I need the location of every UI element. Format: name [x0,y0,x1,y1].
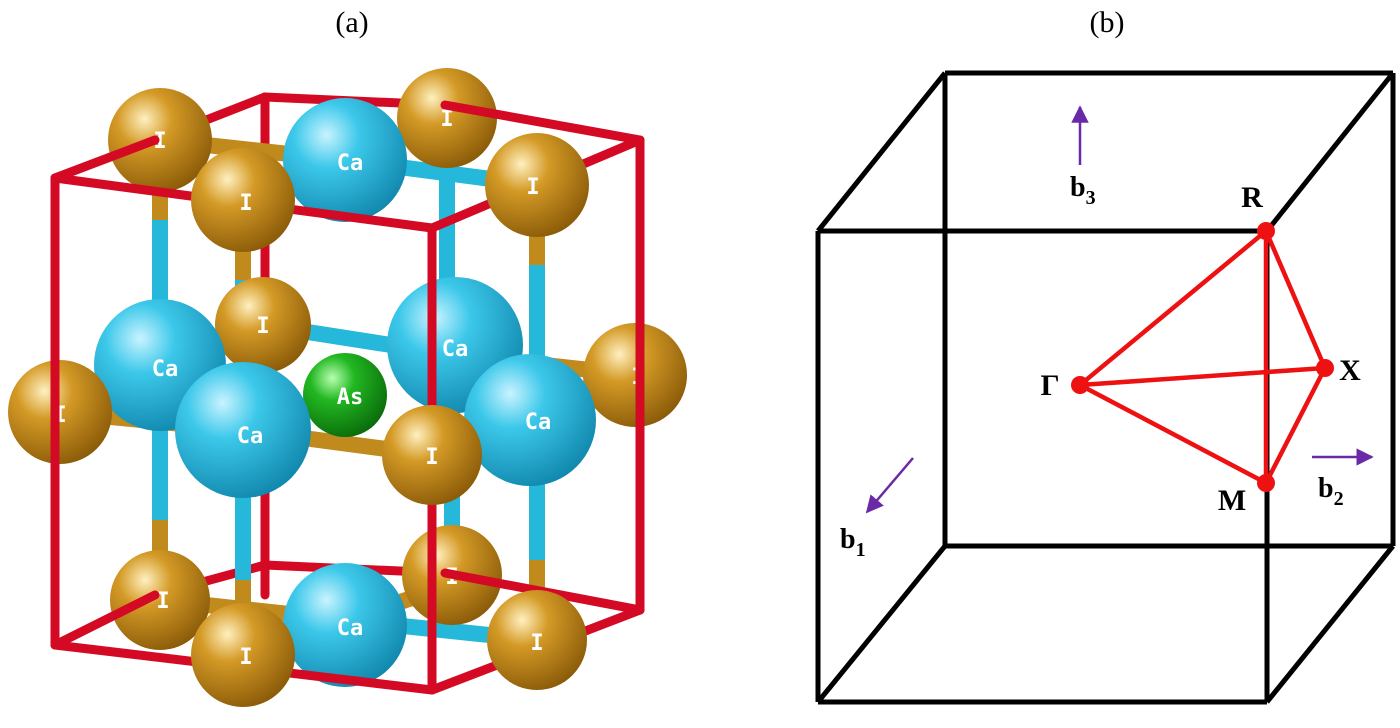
svg-text:As: As [337,385,364,410]
atom-as-center: As [303,353,387,437]
svg-text:I: I [156,589,169,614]
svg-text:Ca: Ca [525,410,552,435]
crystal-structure: I I Ca I Ca Ca [8,68,687,707]
point-r [1257,222,1275,240]
point-gamma [1071,376,1089,394]
svg-text:Ca: Ca [237,424,264,449]
atom-i-front-bottom-left: I [191,603,295,707]
atom-i-center-front: I [382,405,482,505]
reciprocal-vectors [865,105,1374,514]
atom-ca-right-front: Ca [464,354,596,486]
point-x [1316,359,1334,377]
svg-text:I: I [530,631,543,656]
label-b1: b1 [840,524,866,561]
panel-b-label: (b) [1090,6,1125,39]
atom-ca-bottom-face: Ca [283,563,407,687]
atom-i-inner-back: I [215,277,311,373]
brillouin-zone: Γ R X M b3 b2 b1 [815,70,1396,705]
atom-i-front-bottom-right: I [487,590,587,690]
svg-text:Ca: Ca [337,616,364,641]
label-m: M [1218,484,1246,517]
panel-a-label: (a) [335,6,368,39]
atom-i-right-outer: I [583,323,687,427]
svg-text:I: I [440,107,453,132]
atom-i-front-top-right: I [485,133,589,237]
zone-box [815,70,1396,705]
label-gamma: Γ [1040,369,1059,402]
atoms-front: As Ca I Ca I I [175,133,596,707]
atom-i-left-outer: I [8,360,112,464]
atom-i-front-top-left: I [191,148,295,252]
label-b2: b2 [1318,473,1344,510]
svg-text:I: I [256,314,269,339]
svg-text:Ca: Ca [337,151,364,176]
label-b3: b3 [1070,172,1096,209]
high-symmetry-path [1078,229,1328,485]
vector-b1-arrow [865,457,914,514]
atom-i-back-bottom-left: I [110,550,210,650]
svg-text:I: I [239,645,252,670]
svg-text:I: I [425,445,438,470]
atom-i-back-top-left: I [108,88,212,192]
label-x: X [1339,354,1361,387]
point-m [1257,474,1275,492]
atom-i-back-top-right: I [397,68,497,168]
svg-text:Ca: Ca [442,337,469,362]
atom-ca-top-face: Ca [283,98,407,222]
atom-ca-front-face: Ca [175,362,311,498]
svg-text:I: I [526,175,539,200]
svg-text:Ca: Ca [152,357,179,382]
svg-text:I: I [153,129,166,154]
svg-text:I: I [239,191,252,216]
label-r: R [1241,181,1263,214]
